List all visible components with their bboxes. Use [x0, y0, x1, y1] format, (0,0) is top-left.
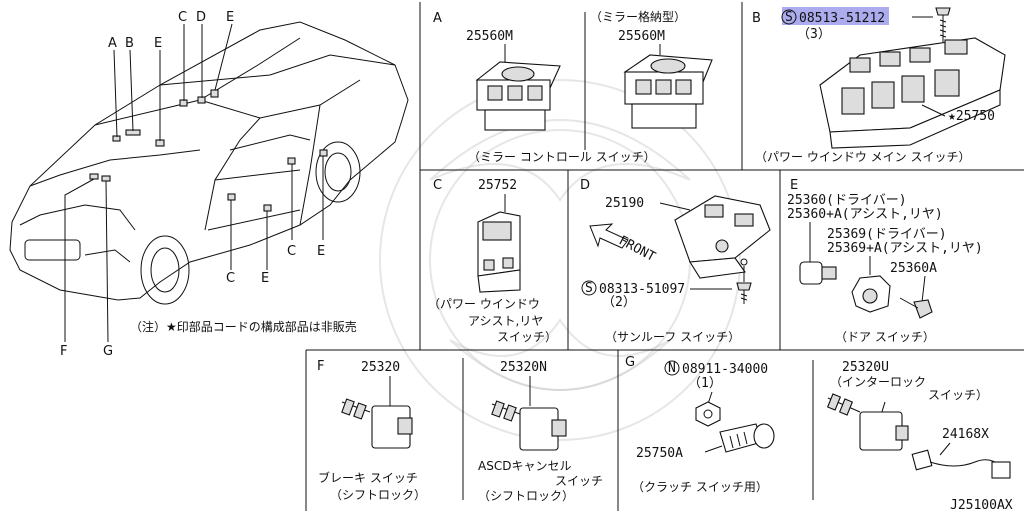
part-25750: ★25750: [948, 109, 995, 124]
car-callout-letters: A B E C D E E C E C F G: [60, 10, 325, 359]
caption-interlock-1: （インターロック: [830, 375, 926, 389]
nut-prefix-n: N: [668, 361, 676, 376]
callout-c: C: [226, 271, 235, 286]
caption-ascd-switch: スイッチ: [555, 474, 603, 488]
part-25360a: 25360A: [890, 261, 937, 276]
panel-grid: [305, 2, 1024, 511]
caption-c-line1: （パワー ウインドウ: [428, 297, 540, 311]
watermark: [379, 79, 741, 441]
callout-e: E: [317, 244, 325, 259]
section-g: G N 08911-34000 （1） 25750A （クラッチ スイッチ用） …: [625, 355, 1013, 511]
section-a: A 25560M （ミラー格納型） 25560M （ミラー コントロール スイッ…: [433, 9, 713, 164]
part-25369a-assist: 25369+A(アシスト,リヤ): [827, 241, 983, 256]
bolt-prefix-s: S: [585, 281, 593, 296]
svg-text:D: D: [580, 178, 590, 193]
callout-e: E: [226, 10, 234, 25]
non-sale-note: （注）★印部品コードの構成部品は非販売: [130, 319, 357, 334]
callout-c: C: [287, 244, 296, 259]
caption-c-line3: スイッチ）: [497, 330, 557, 344]
caption-mirror-control: （ミラー コントロール スイッチ）: [468, 150, 656, 164]
callout-c: C: [178, 10, 187, 25]
part-25369: 25369(ドライバー): [827, 227, 947, 242]
caption-door-switch: （ドア スイッチ）: [835, 330, 935, 344]
caption-ascd-cancel: ASCDキャンセル: [478, 459, 571, 473]
caption-clutch-switch: （クラッチ スイッチ用）: [632, 480, 768, 494]
svg-text:E: E: [790, 178, 798, 193]
callout-g: G: [103, 344, 113, 359]
caption-brake-switch: ブレーキ スイッチ: [318, 470, 418, 485]
svg-text:A: A: [433, 11, 442, 26]
nut-code-08911-34000: 08911-34000: [682, 362, 768, 377]
bolt-code-08513-51212: 08513-51212: [799, 11, 885, 26]
section-e: E 25360(ドライバー) 25360+A(アシスト,リヤ) 25369(ドラ…: [787, 178, 983, 344]
section-b: B S 08513-51212 （3） ★25750 （パワー ウインドウ メイ…: [752, 7, 1006, 164]
callout-e: E: [154, 36, 162, 51]
section-c: C 25752 （パワー ウインドウ アシスト,リヤ スイッチ）: [428, 178, 557, 344]
caption-shift-lock-right: （シフトロック）: [478, 489, 574, 503]
caption-power-window-main: （パワー ウインドウ メイン スイッチ）: [755, 150, 970, 164]
mirror-fold-note: （ミラー格納型）: [590, 9, 686, 24]
svg-text:B: B: [752, 11, 761, 26]
part-25560m-left: 25560M: [466, 29, 513, 44]
callout-a: A: [108, 36, 117, 51]
part-25320u: 25320U: [842, 360, 889, 375]
car-illustration: [9, 21, 409, 343]
caption-interlock-2: スイッチ）: [928, 388, 988, 402]
part-24168x: 24168X: [942, 427, 989, 442]
part-25752: 25752: [478, 178, 517, 193]
highlight-bolt-code: [782, 7, 889, 25]
callout-d: D: [196, 10, 206, 25]
part-25190: 25190: [605, 196, 644, 211]
part-25560m-right: 25560M: [618, 29, 665, 44]
part-25360a-assist: 25360+A(アシスト,リヤ): [787, 207, 943, 222]
part-25320: 25320: [361, 360, 400, 375]
nut-qty: （1）: [688, 376, 722, 391]
caption-shift-lock-left: （シフトロック）: [330, 488, 426, 502]
svg-text:G: G: [625, 355, 635, 370]
part-25320n: 25320N: [500, 360, 547, 375]
bolt-qty: （2）: [602, 295, 636, 310]
callout-f: F: [60, 344, 67, 359]
part-25750a: 25750A: [636, 446, 683, 461]
bolt-code-08313-51097: 08313-51097: [599, 282, 685, 297]
part-25360: 25360(ドライバー): [787, 193, 907, 208]
callout-b: B: [125, 36, 134, 51]
bolt-qty: （3）: [797, 27, 831, 42]
callout-e: E: [261, 271, 269, 286]
section-f: F 25320 ブレーキ スイッチ （シフトロック） 25320N ASCDキャ…: [317, 359, 603, 503]
caption-c-line2: アシスト,リヤ: [468, 314, 543, 328]
caption-sunroof-switch: （サンルーフ スイッチ）: [605, 330, 740, 344]
svg-text:C: C: [433, 178, 442, 193]
front-label: FRONT: [616, 233, 658, 265]
diagram-code: J25100AX: [950, 498, 1013, 511]
bolt-prefix-s: S: [785, 10, 793, 25]
svg-text:F: F: [317, 359, 324, 374]
